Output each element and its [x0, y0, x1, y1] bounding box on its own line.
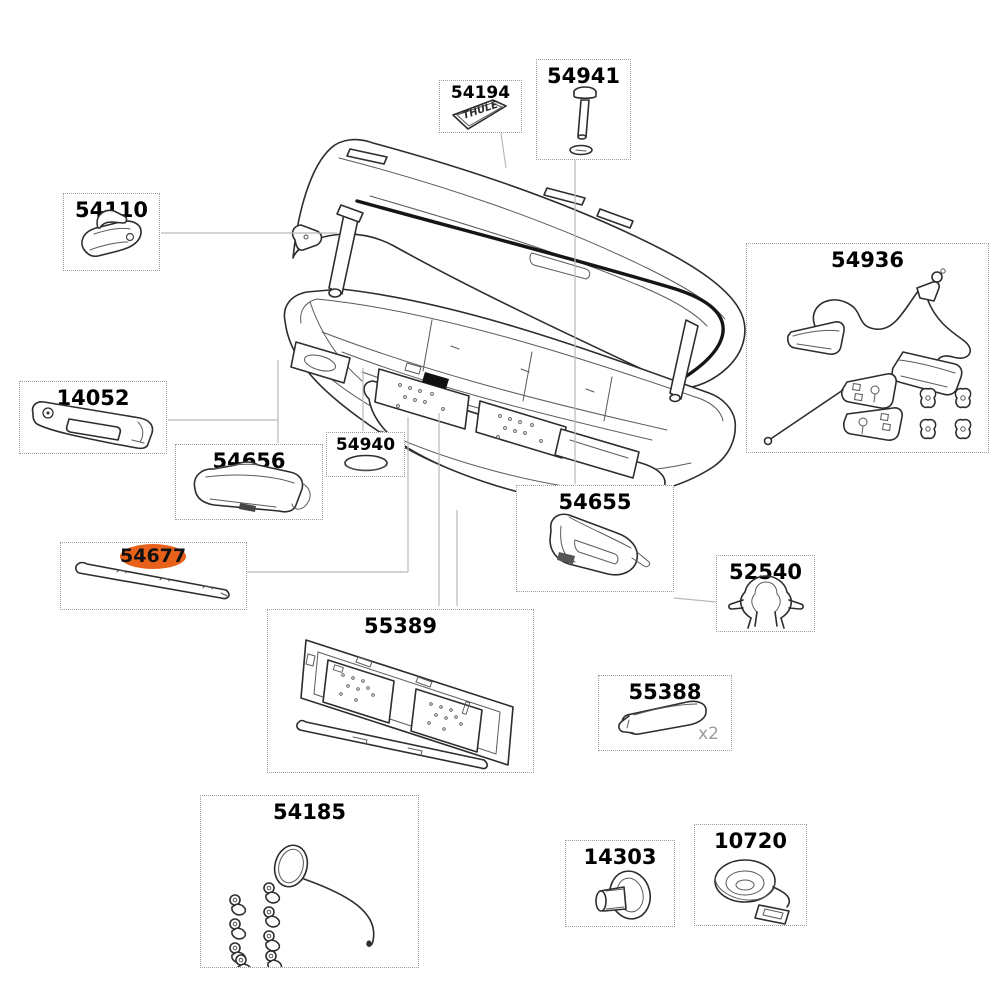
part-number: 54941 [546, 64, 621, 88]
clip-glyphs [919, 387, 972, 440]
trim-strip-icon [75, 561, 230, 600]
part-box-10720[interactable]: 10720 [694, 824, 807, 926]
part-number: 54940 [335, 435, 396, 455]
highlight-ellipse: 54677 [120, 544, 186, 569]
light-kit-harness-icon [763, 268, 972, 446]
part-number: 54677 [120, 545, 187, 567]
part-box-54940[interactable]: 54940 [326, 432, 405, 477]
thule-logo-sticker-icon: THULE [452, 99, 507, 130]
cargo-box-lid [291, 138, 746, 389]
lock-cover-right-icon [549, 513, 650, 576]
part-number: 55389 [363, 614, 438, 638]
part-box-14052[interactable]: 14052 [19, 381, 167, 454]
part-box-52540[interactable]: 52540 [716, 555, 815, 632]
part-box-54656[interactable]: 54656 [175, 444, 323, 520]
part-number: 54936 [830, 248, 905, 272]
part-number: 10720 [713, 829, 788, 853]
lid-seal [355, 199, 725, 379]
part-box-54677[interactable]: 54677 [60, 542, 247, 610]
handle-lock-panel-icon [31, 401, 154, 450]
part-number: 54185 [272, 800, 347, 824]
quantity-label: x2 [698, 724, 719, 744]
round-knob-icon [595, 870, 651, 920]
part-box-54110[interactable]: 54110 [63, 193, 160, 271]
lid-struts [328, 204, 699, 403]
rubber-pad-icon [618, 700, 707, 735]
lock-cover-left-icon [193, 461, 311, 513]
thule-logo-text: THULE [461, 99, 499, 121]
connector-lines [161, 132, 717, 606]
part-box-55388[interactable]: 55388 x2 [598, 675, 732, 751]
clips-and-cord-kit-icon [229, 844, 375, 967]
part-number: 55388 [628, 680, 702, 704]
part-box-54185[interactable]: 54185 [200, 795, 419, 968]
part-box-54194[interactable]: 54194 THULE [439, 80, 522, 133]
cable-clip-glyphs [229, 882, 283, 967]
part-number: 52540 [728, 560, 803, 584]
cable-clip-icon [728, 575, 804, 629]
part-number: 14303 [583, 845, 657, 869]
part-box-54941[interactable]: 54941 [536, 59, 631, 160]
strap-with-buckle-icon [714, 859, 791, 925]
oval-cap-icon [344, 454, 388, 472]
lid-hook-icon [81, 209, 142, 258]
part-box-14303[interactable]: 14303 [565, 840, 675, 927]
bolt-icon [569, 86, 597, 156]
license-plate-holder-icon [296, 639, 514, 770]
part-box-55389[interactable]: 55389 [267, 609, 534, 773]
part-box-54936[interactable]: 54936 [746, 243, 989, 453]
license-plate-bracket [374, 362, 567, 459]
part-number: 54655 [558, 490, 632, 514]
part-number: 54194 [450, 83, 511, 103]
part-box-54655[interactable]: 54655 [516, 485, 674, 592]
cargo-box-base [283, 252, 737, 506]
